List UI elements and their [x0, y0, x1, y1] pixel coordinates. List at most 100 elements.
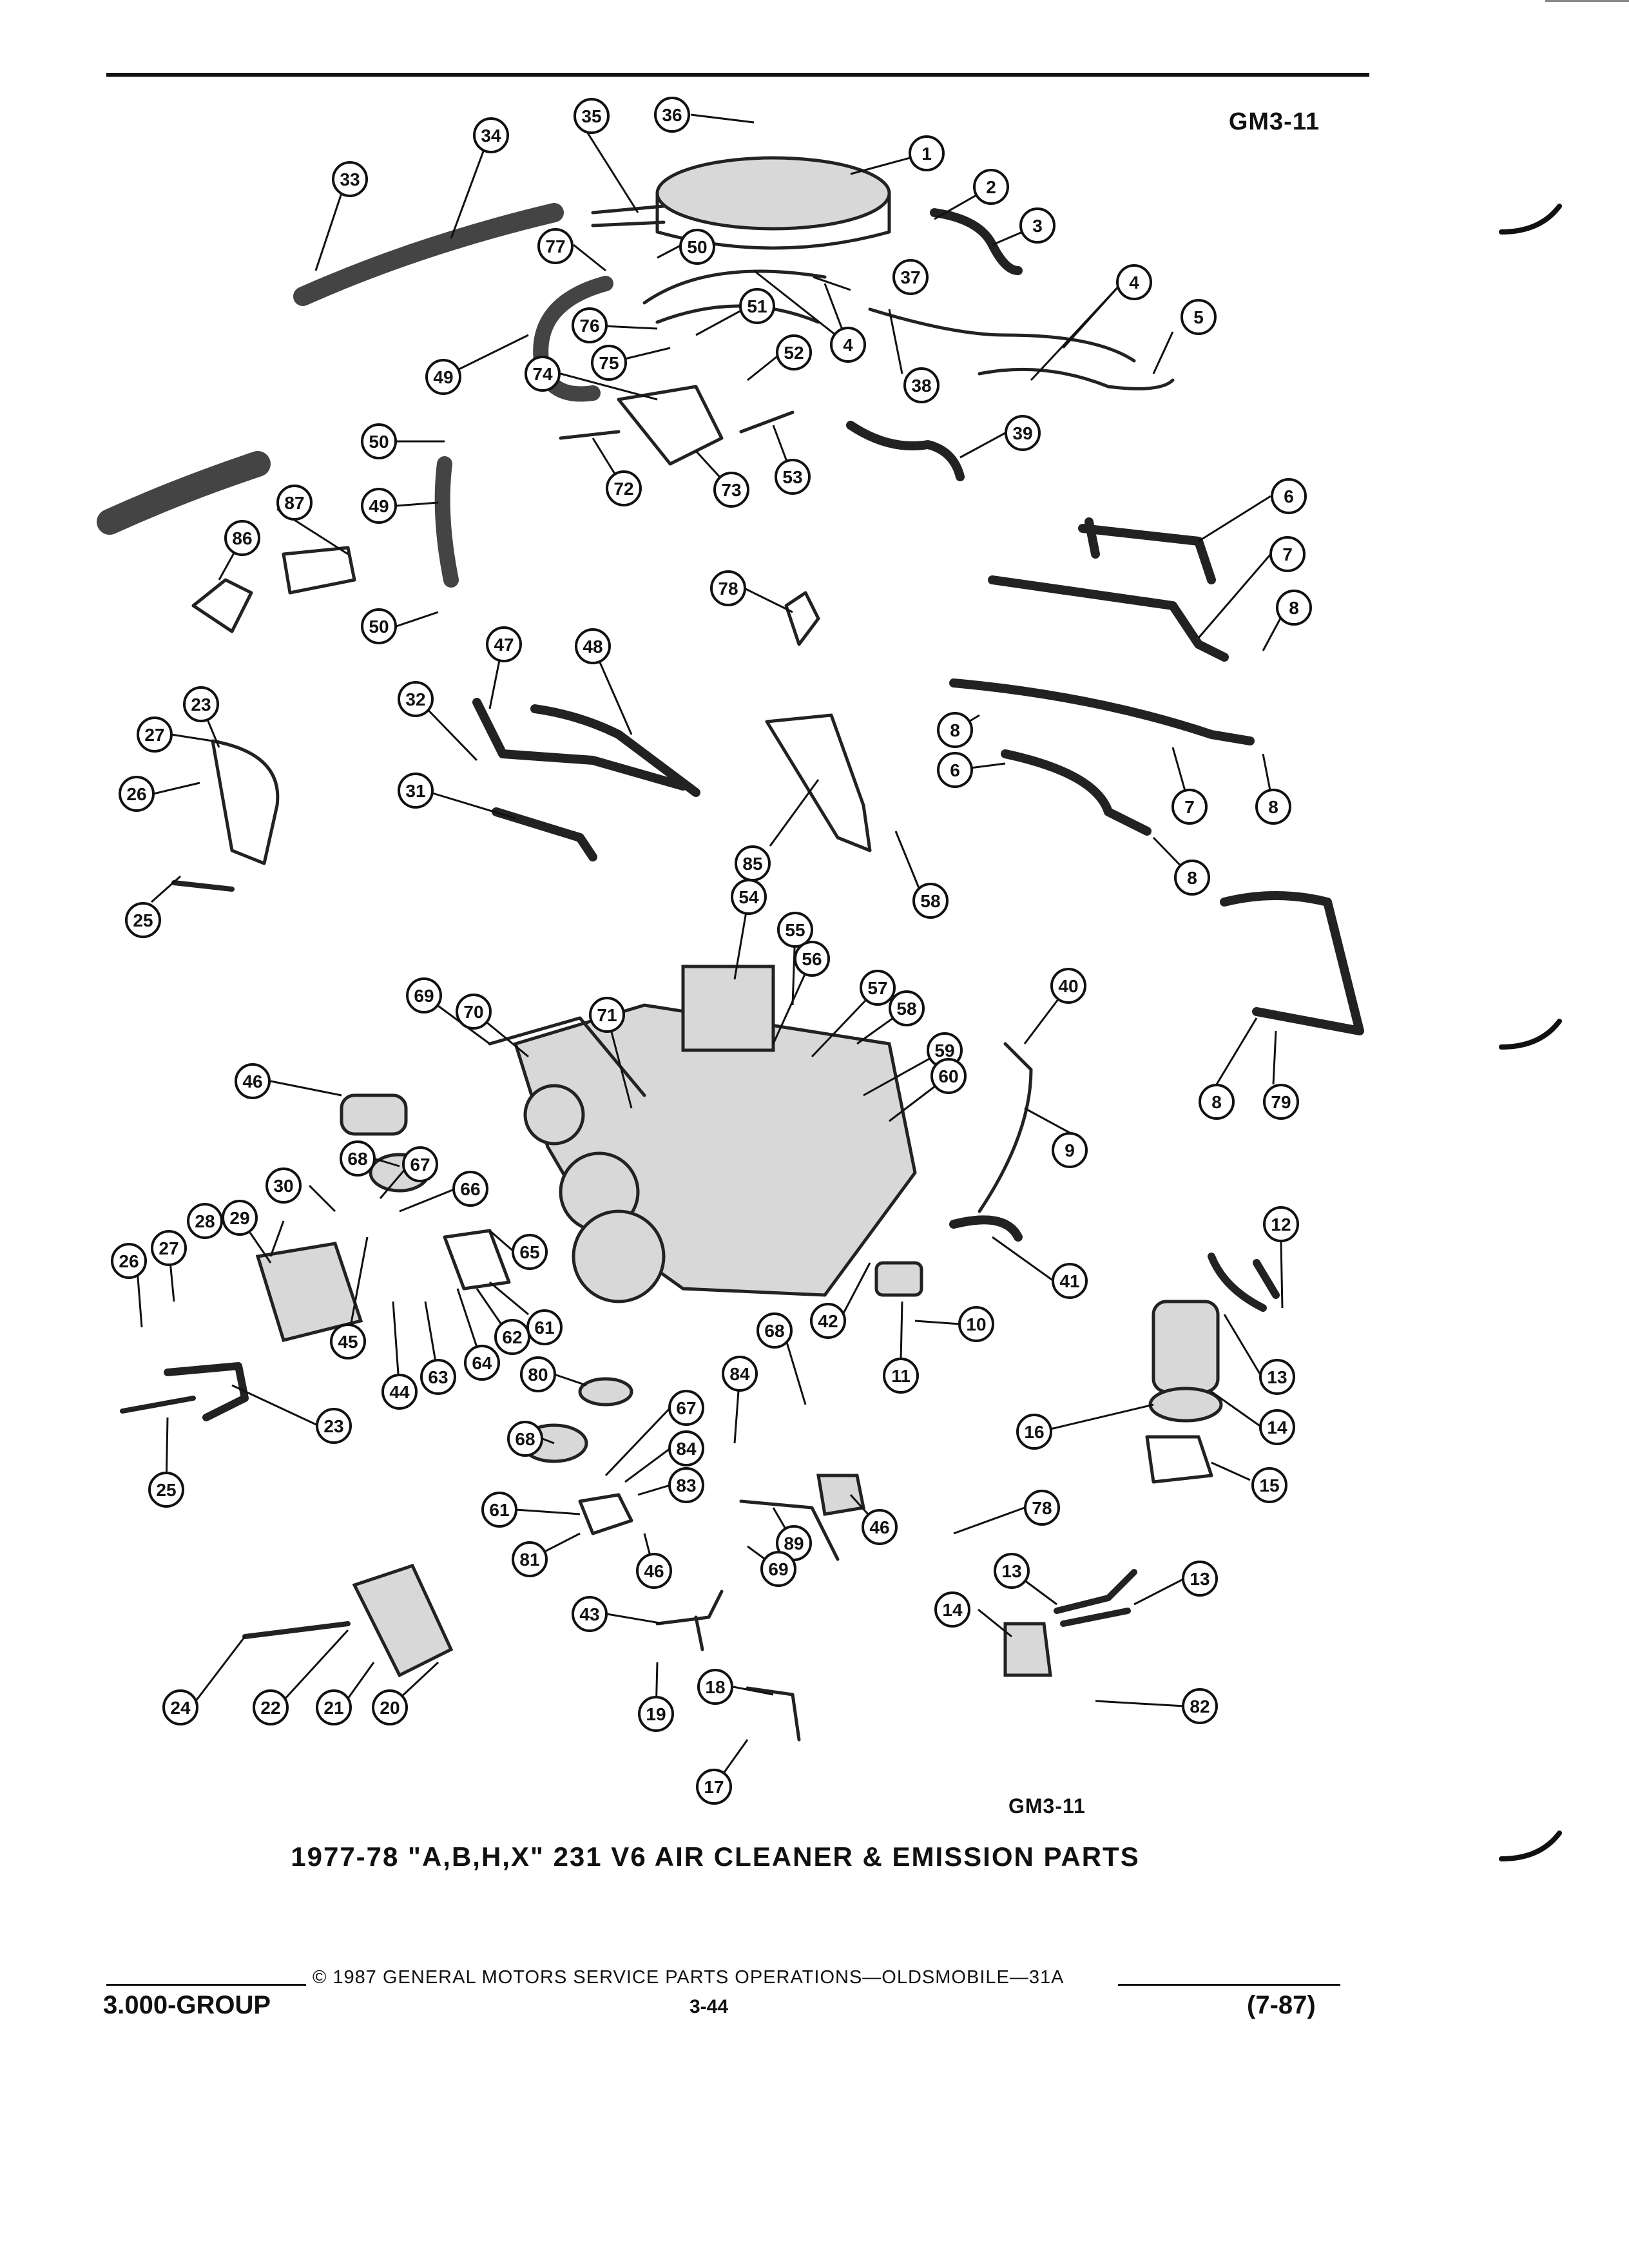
svg-text:55: 55 [785, 920, 805, 940]
hoses-13-upper [1208, 1253, 1280, 1312]
page-number: 3-44 [689, 1996, 729, 2017]
callout: 71 [589, 997, 625, 1033]
svg-text:46: 46 [869, 1517, 889, 1537]
callout: 46 [235, 1063, 271, 1099]
hose-assembly-5 [978, 367, 1175, 390]
callout: 69 [406, 977, 442, 1014]
valve-61 [443, 1229, 511, 1291]
svg-text:31: 31 [405, 781, 425, 801]
callout: 56 [794, 941, 830, 977]
callout: 8 [1276, 590, 1312, 626]
svg-text:15: 15 [1259, 1475, 1279, 1495]
svg-text:52: 52 [784, 343, 804, 363]
svg-text:17: 17 [704, 1777, 724, 1797]
svg-text:60: 60 [938, 1066, 958, 1086]
callout: 33 [332, 161, 368, 197]
svg-text:61: 61 [534, 1318, 554, 1338]
bracket-23-lower [164, 1362, 249, 1421]
hose-6 [1078, 517, 1216, 584]
callout: 10 [958, 1306, 994, 1342]
alternator-front [523, 1084, 585, 1146]
svg-text:8: 8 [1211, 1092, 1222, 1112]
pump-28 [255, 1242, 363, 1343]
callout: 40 [1050, 968, 1086, 1004]
callout: 89 [776, 1525, 812, 1561]
hose-assembly-4 [868, 307, 1136, 363]
svg-text:50: 50 [687, 237, 707, 257]
svg-text:53: 53 [782, 467, 802, 487]
svg-text:76: 76 [579, 316, 599, 336]
callout: 19 [638, 1696, 674, 1732]
bolts-72-53 [559, 410, 795, 440]
callout: 32 [398, 681, 434, 717]
svg-text:79: 79 [1271, 1092, 1291, 1112]
svg-text:36: 36 [662, 105, 682, 125]
callout: 44 [381, 1374, 418, 1410]
bracket-73 [617, 385, 724, 466]
svg-text:8: 8 [1268, 797, 1278, 817]
pipe-79 [1220, 891, 1364, 1035]
svg-text:25: 25 [156, 1480, 176, 1500]
svg-text:75: 75 [599, 353, 619, 373]
callout: 78 [710, 570, 746, 606]
air-cleaner-lid [655, 156, 891, 231]
callout: 13 [1182, 1561, 1218, 1597]
cap-11 [874, 1261, 923, 1297]
hose-7-lower [949, 678, 1255, 745]
svg-text:7: 7 [1282, 544, 1293, 564]
callout: 31 [398, 773, 434, 809]
callout: 26 [111, 1243, 147, 1279]
date-code: (7-87) [1247, 1991, 1316, 2019]
callout: 27 [151, 1230, 187, 1266]
leader-lines [135, 113, 1287, 1787]
callout: 78 [1024, 1490, 1060, 1526]
tube-9 [978, 1042, 1033, 1213]
svg-text:12: 12 [1271, 1215, 1291, 1235]
callout: 20 [372, 1689, 408, 1725]
callout: 62 [494, 1319, 530, 1355]
callout: 6 [1271, 478, 1307, 514]
callout: 72 [606, 470, 642, 506]
svg-text:11: 11 [891, 1366, 911, 1386]
svg-text:78: 78 [1032, 1498, 1052, 1518]
duct-87 [97, 451, 271, 535]
canister-14 [1152, 1300, 1220, 1394]
callout: 8 [937, 712, 973, 748]
svg-text:37: 37 [900, 267, 920, 287]
bracket-18 [746, 1686, 801, 1742]
svg-text:68: 68 [347, 1149, 367, 1169]
svg-text:46: 46 [644, 1561, 664, 1581]
hose-6-lower [1001, 749, 1152, 836]
svg-text:81: 81 [519, 1550, 539, 1570]
svg-text:46: 46 [242, 1072, 262, 1091]
footer-copyright-row: © 1987 GENERAL MOTORS SERVICE PARTS OPER… [106, 1967, 1344, 1993]
callout: 21 [316, 1689, 352, 1725]
valve-46-lower [816, 1474, 865, 1516]
callout: 37 [892, 259, 929, 295]
svg-text:72: 72 [613, 479, 633, 499]
svg-text:58: 58 [896, 999, 916, 1019]
part-drawings [97, 156, 1364, 1742]
callout: 76 [572, 307, 608, 343]
figure-code-top: GM3-11 [1228, 108, 1320, 135]
svg-text:33: 33 [340, 169, 360, 189]
carburetor [681, 965, 775, 1052]
svg-text:42: 42 [818, 1311, 838, 1331]
callout: 7 [1269, 536, 1306, 572]
callout: 15 [1251, 1467, 1287, 1503]
svg-text:8: 8 [1187, 868, 1197, 888]
callout: 66 [452, 1171, 488, 1207]
svg-text:70: 70 [463, 1002, 483, 1022]
svg-text:18: 18 [705, 1677, 725, 1697]
pulley-lower [572, 1209, 666, 1303]
svg-text:80: 80 [528, 1365, 548, 1385]
callout: 86 [224, 520, 260, 556]
svg-text:82: 82 [1190, 1696, 1210, 1716]
callout: 35 [574, 98, 610, 134]
svg-text:40: 40 [1058, 976, 1078, 996]
callout: 4 [1116, 264, 1152, 300]
callout: 63 [420, 1359, 456, 1395]
callout: 73 [713, 472, 749, 508]
svg-text:73: 73 [721, 480, 741, 500]
